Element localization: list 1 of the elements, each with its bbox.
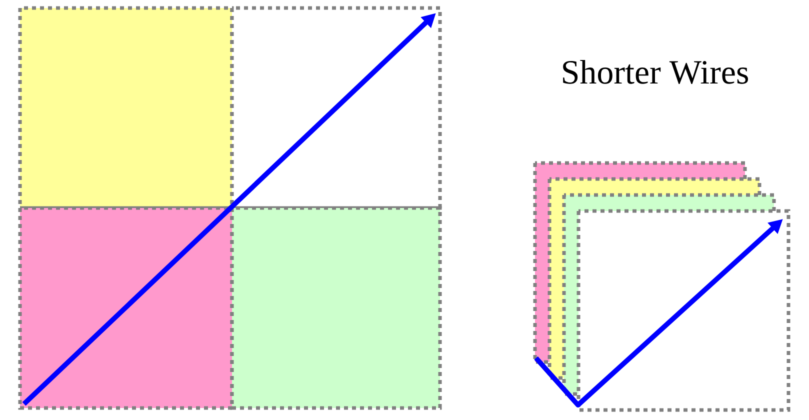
heading: Shorter Wires (563, 60, 748, 84)
